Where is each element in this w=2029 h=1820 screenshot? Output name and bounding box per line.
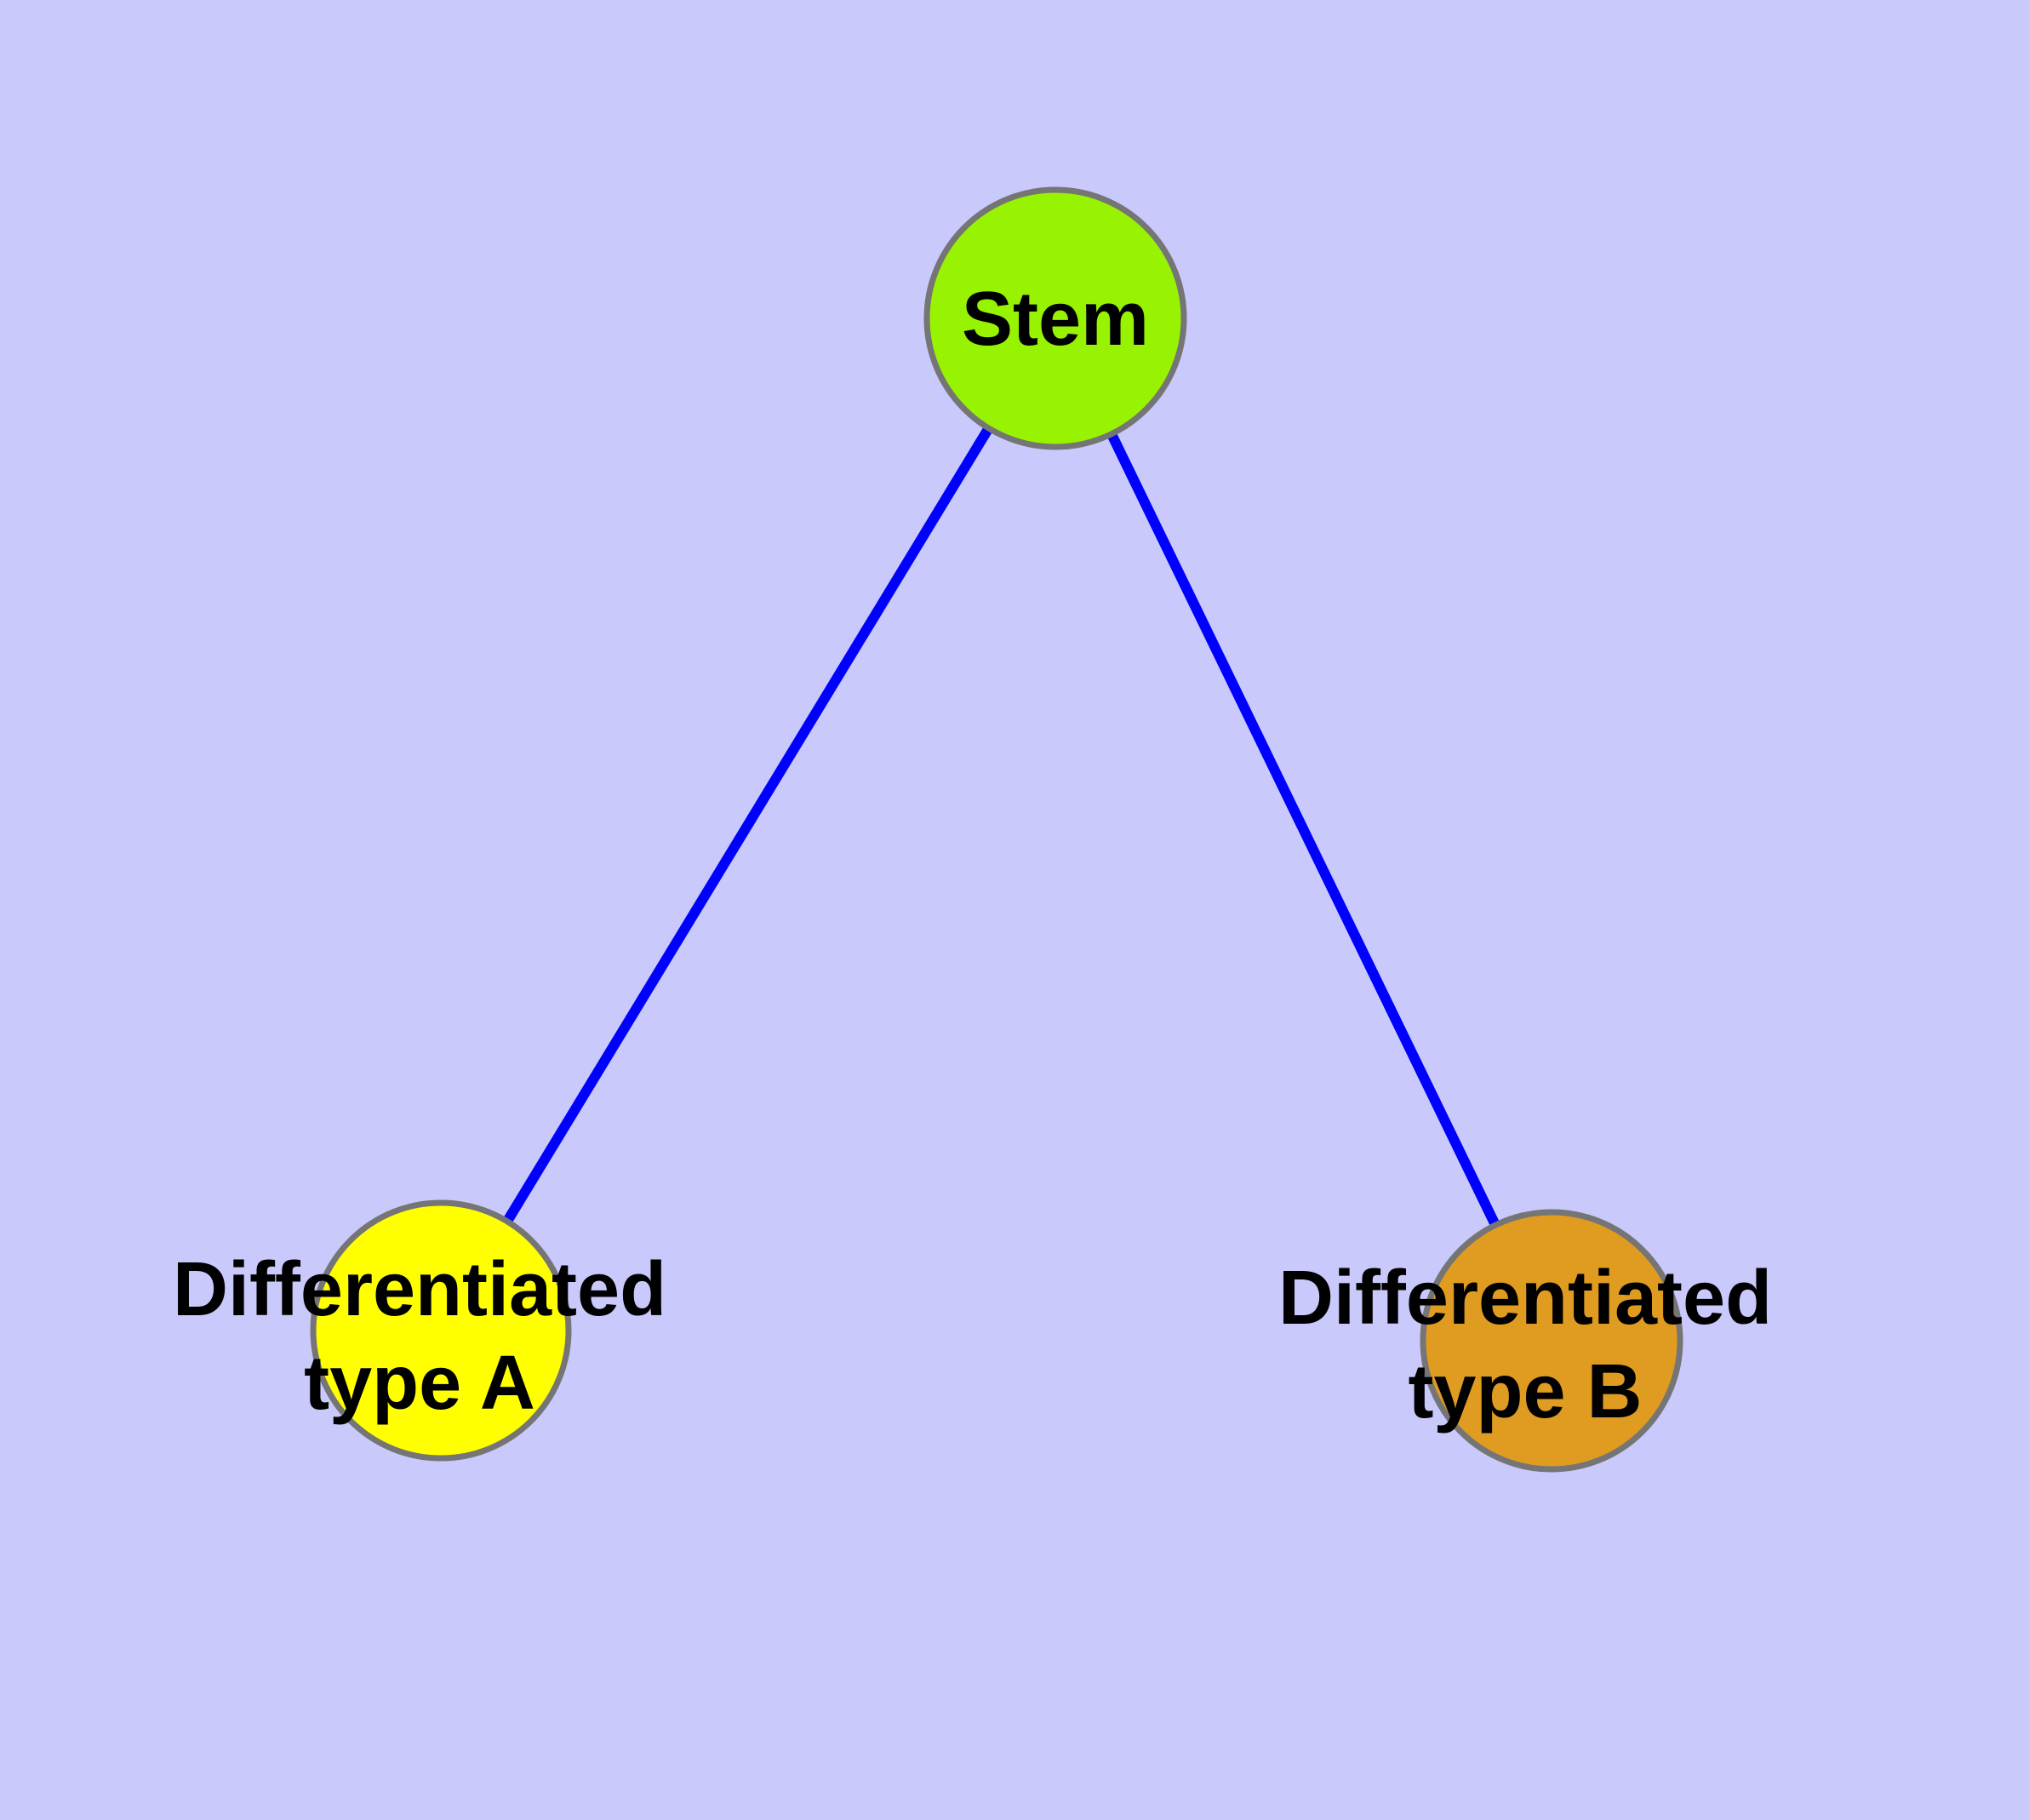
node-type-b-circle	[1420, 1209, 1683, 1473]
node-type-b-label-line1: Differentiated	[1277, 1256, 1773, 1341]
node-type-a-label: Differentiated type A	[173, 1243, 666, 1430]
node-type-a-label-line2: type A	[304, 1341, 535, 1426]
node-stem-label: Stem	[962, 272, 1149, 366]
node-stem-circle	[923, 186, 1187, 450]
edge-stem-to-type-b	[1050, 316, 1557, 1343]
edge-stem-to-type-a	[436, 315, 1060, 1334]
node-type-b-label-line2: type B	[1408, 1349, 1643, 1434]
node-type-b-label: Differentiated type B	[1278, 1251, 1772, 1439]
node-type-a-circle	[310, 1199, 572, 1462]
node-stem-label-text: Stem	[961, 277, 1150, 362]
node-type-a-label-line1: Differentiated	[172, 1247, 667, 1332]
